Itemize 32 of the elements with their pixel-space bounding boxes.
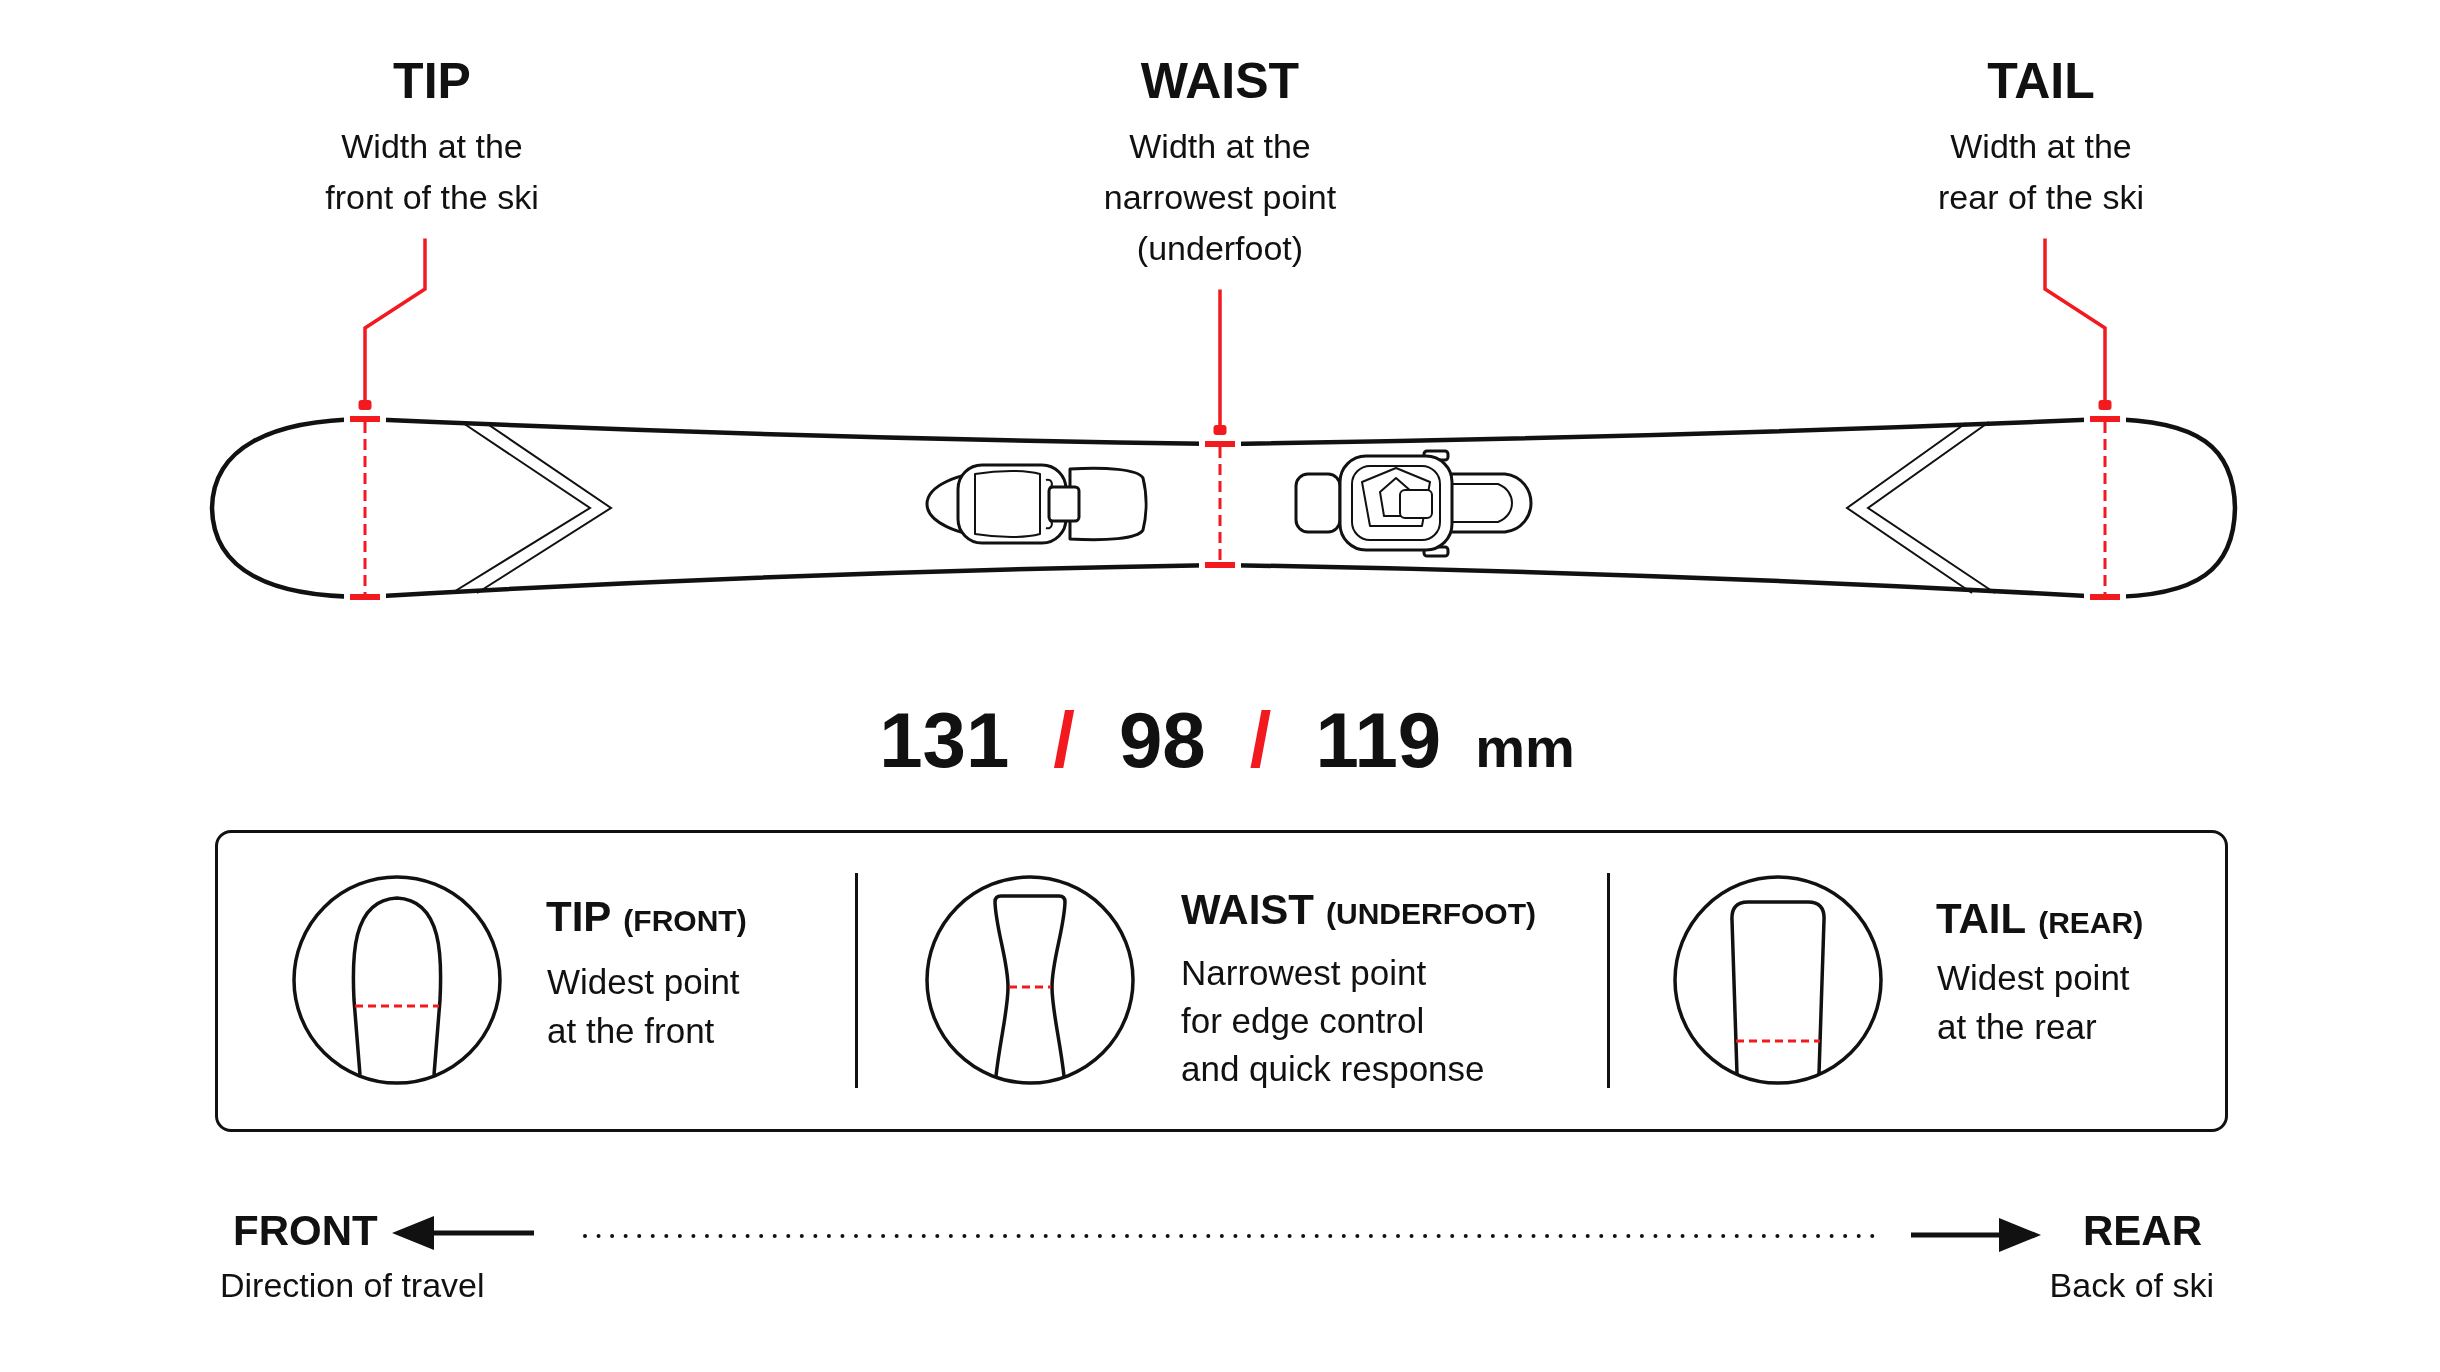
direction-label: REAR <box>2083 1207 2202 1256</box>
callout-description: Width at the narrowest point (underfoot) <box>1103 125 1337 269</box>
callout-description: Width at the front of the ski <box>325 125 539 218</box>
leader-line <box>358 238 427 410</box>
info-panel <box>215 830 2228 1132</box>
separator-slash: / <box>1053 696 1075 786</box>
direction-caption: Direction of travel <box>220 1266 485 1306</box>
callout-description: Width at the rear of the ski <box>1938 125 2144 218</box>
section-heading: TAIL <box>1936 895 2027 944</box>
section-description: Widest point at the rear <box>1937 957 2130 1048</box>
section-description: Narrowest point for edge control and quick response <box>1181 952 1485 1090</box>
dimension-value: 98 <box>1118 696 1206 786</box>
direction-label: FRONT <box>233 1207 378 1256</box>
section-heading: TIP <box>546 893 612 942</box>
callout-heading: TIP <box>393 53 471 111</box>
width-marker <box>1203 441 1237 568</box>
section-description: Widest point at the front <box>547 961 740 1052</box>
leader-line <box>2043 238 2112 410</box>
section-subheading: (UNDERFOOT) <box>1326 897 1536 932</box>
callout-heading: TAIL <box>1987 53 2095 111</box>
callout-heading: WAIST <box>1140 53 1300 111</box>
section-subheading: (REAR) <box>2038 906 2144 941</box>
section-subheading: (FRONT) <box>623 904 747 939</box>
dimension-value: 131 <box>879 696 1010 786</box>
direction-caption: Back of ski <box>2049 1266 2214 1306</box>
width-marker <box>2088 416 2122 600</box>
width-marker <box>348 416 382 600</box>
unit-label: mm <box>1475 716 1575 781</box>
separator-slash: / <box>1249 696 1272 786</box>
section-heading: WAIST <box>1181 886 1314 935</box>
leader-line <box>1213 289 1227 435</box>
dimension-value: 119 <box>1315 696 1442 786</box>
